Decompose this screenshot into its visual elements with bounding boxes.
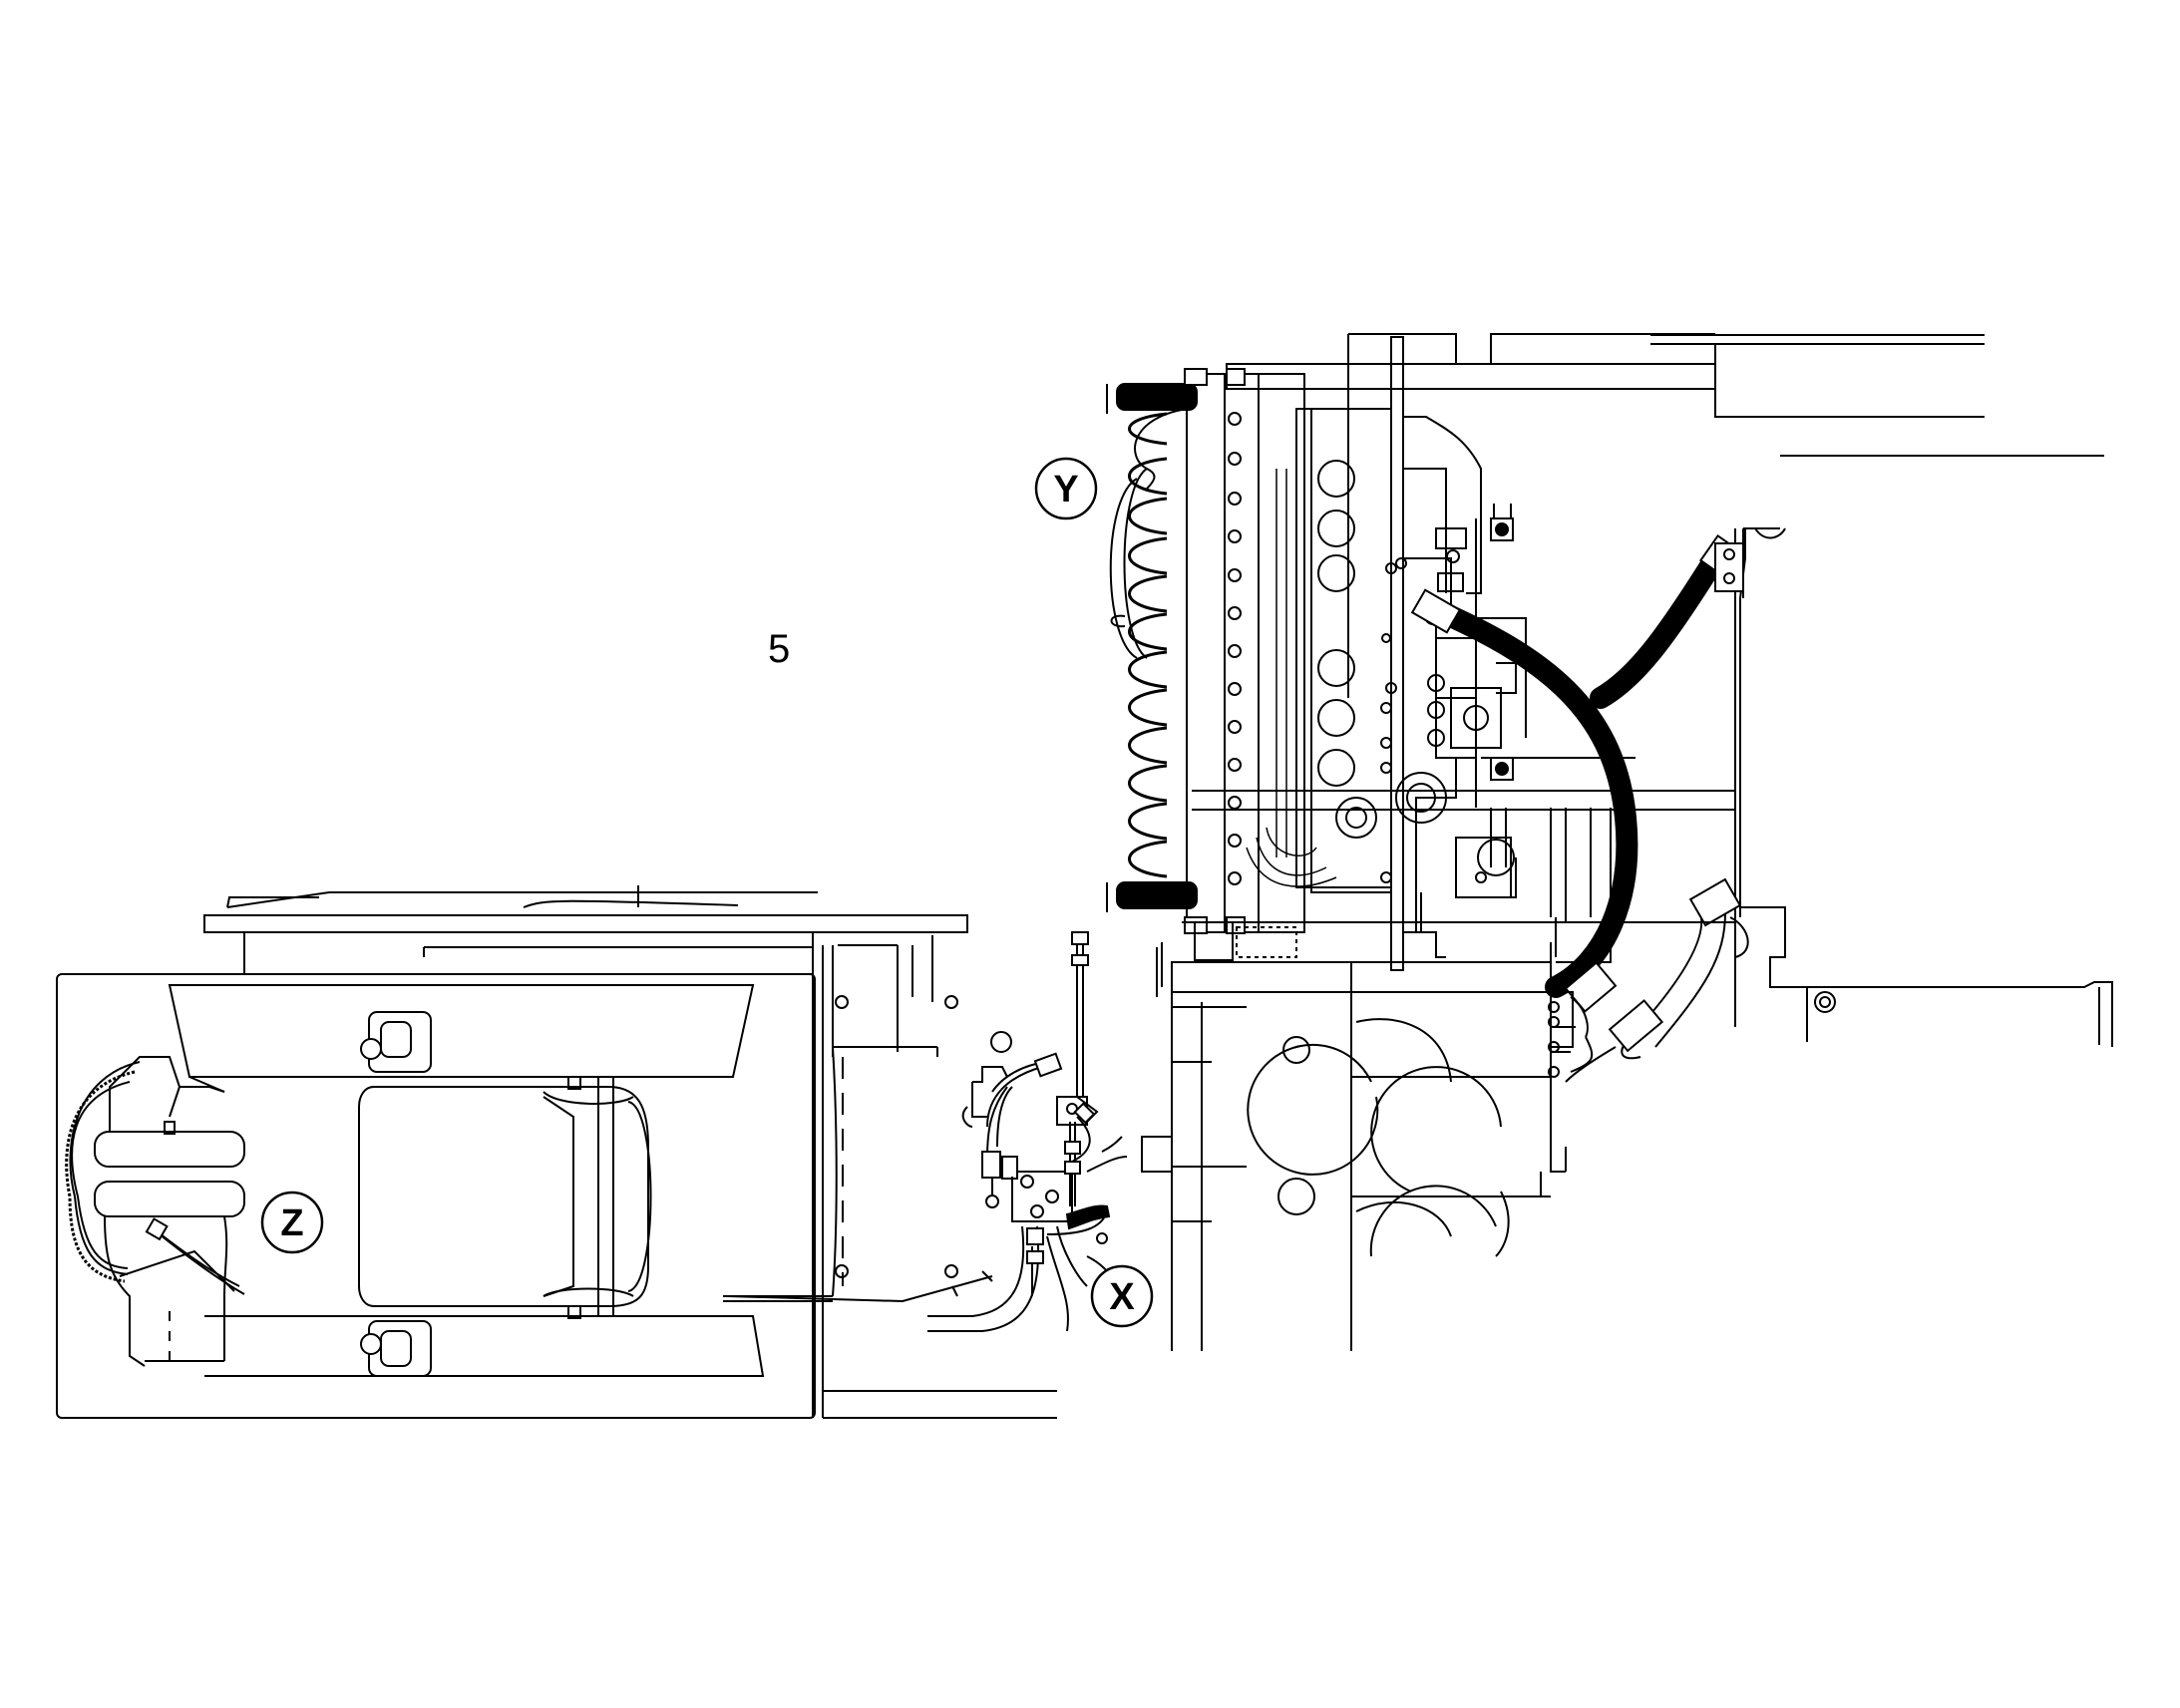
lower-frame-block: [1141, 917, 1735, 1351]
callout-x-circle: [1090, 1264, 1154, 1328]
callout-y-circle: [1034, 457, 1098, 520]
pilot-valve-block: [727, 931, 1128, 1332]
callout-x-label: X: [1109, 1276, 1135, 1318]
top-frame-rails: [1192, 333, 2113, 1047]
callout-z: Z: [260, 1191, 324, 1254]
callout-y: Y: [1034, 457, 1098, 520]
left-base-assembly: [56, 885, 1057, 1419]
figure-reference-number: 5: [768, 627, 790, 671]
main-hydraulic-hose: [1410, 527, 1780, 1083]
callout-z-label: Z: [280, 1202, 303, 1244]
callout-x: X: [1090, 1264, 1154, 1328]
callout-y-label: Y: [1053, 469, 1078, 511]
control-valve-bank: [1106, 368, 1337, 961]
callout-z-circle: [260, 1191, 324, 1254]
